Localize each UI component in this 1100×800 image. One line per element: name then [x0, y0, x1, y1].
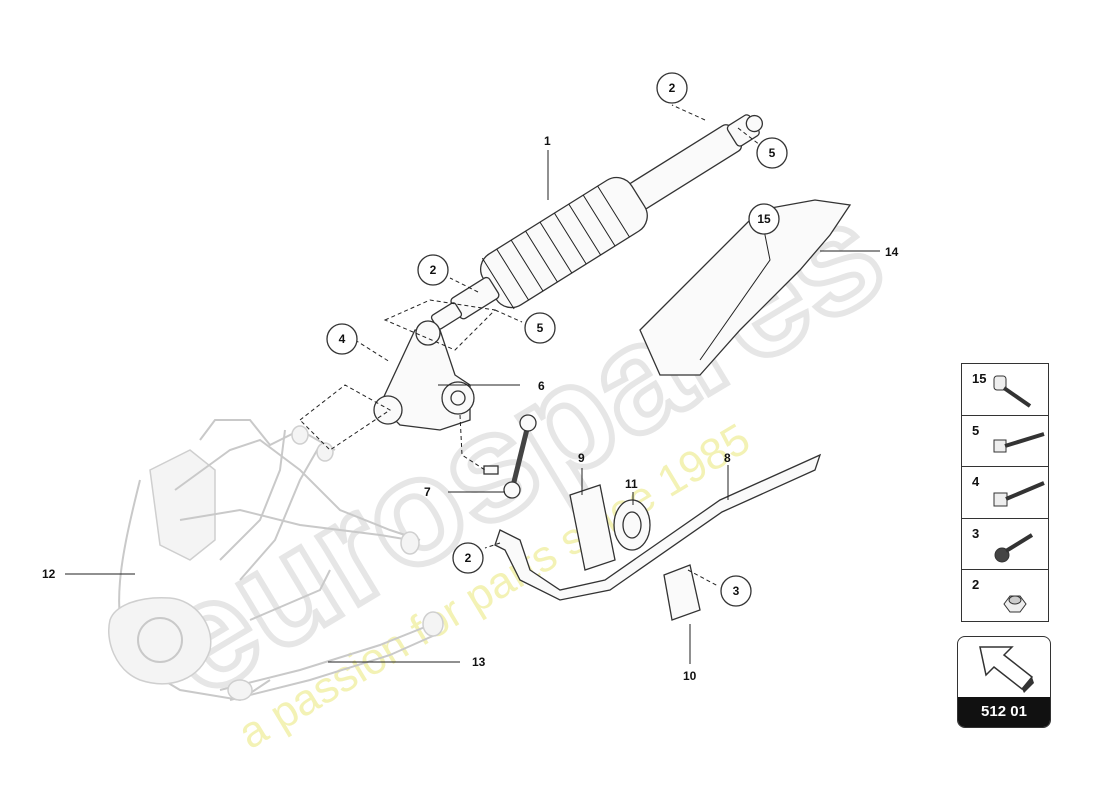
bolt-short-icon: [993, 375, 1032, 408]
label-11: 11: [625, 477, 638, 491]
label-13: 13: [472, 655, 486, 669]
bolt-long-icon: [993, 431, 1045, 453]
callout-4: 4: [339, 332, 346, 346]
legend-item-15: 15: [962, 364, 1048, 416]
heat-shield: [639, 199, 852, 376]
rubber-bush: [613, 499, 651, 551]
clamp-lower: [663, 564, 701, 621]
callout-15: 15: [757, 212, 771, 226]
part-labels: 1 14 6 7 8 9 11 10 12 13: [42, 134, 899, 683]
direction-arrow-icon: [979, 646, 1034, 693]
anti-roll-bar: [494, 453, 822, 601]
legend-number: 15: [972, 371, 987, 386]
callout-2b: 2: [430, 263, 437, 277]
stabiliser-link: [483, 414, 537, 499]
legend-item-4: 4: [962, 467, 1048, 519]
bolt-flange-icon: [993, 481, 1045, 507]
legend-item-3: 3: [962, 519, 1048, 571]
label-14: 14: [885, 245, 899, 259]
legend-number: 3: [972, 525, 980, 541]
label-10: 10: [683, 669, 697, 683]
callout-2a: 2: [669, 81, 676, 95]
page-code: 512 01: [958, 697, 1050, 727]
label-1: 1: [544, 134, 551, 148]
callout-5b: 5: [537, 321, 544, 335]
shock-absorber: [430, 114, 763, 330]
label-12: 12: [42, 567, 56, 581]
bolt-collar-icon: [994, 533, 1034, 563]
legend-item-2: 2: [962, 570, 1048, 622]
callout-3: 3: [733, 584, 740, 598]
label-9: 9: [578, 451, 585, 465]
fastener-legend: 15 5 4 3 2: [961, 363, 1049, 622]
legend-number: 5: [972, 422, 980, 438]
clamp-upper: [569, 484, 616, 571]
legend-number: 4: [972, 474, 980, 490]
label-6: 6: [538, 379, 545, 393]
page-reference[interactable]: 512 01: [957, 636, 1051, 728]
callouts: 2 5 15 2 5 4 2 3: [326, 72, 788, 607]
label-7: 7: [424, 485, 431, 499]
callout-2c: 2: [465, 551, 472, 565]
legend-number: 2: [972, 577, 980, 593]
label-8: 8: [724, 451, 731, 465]
rocker-link: [373, 320, 475, 431]
callout-5a: 5: [769, 146, 776, 160]
legend-item-5: 5: [962, 416, 1048, 468]
rear-suspension-assembly: [108, 419, 444, 702]
nut-icon: [1003, 595, 1027, 613]
